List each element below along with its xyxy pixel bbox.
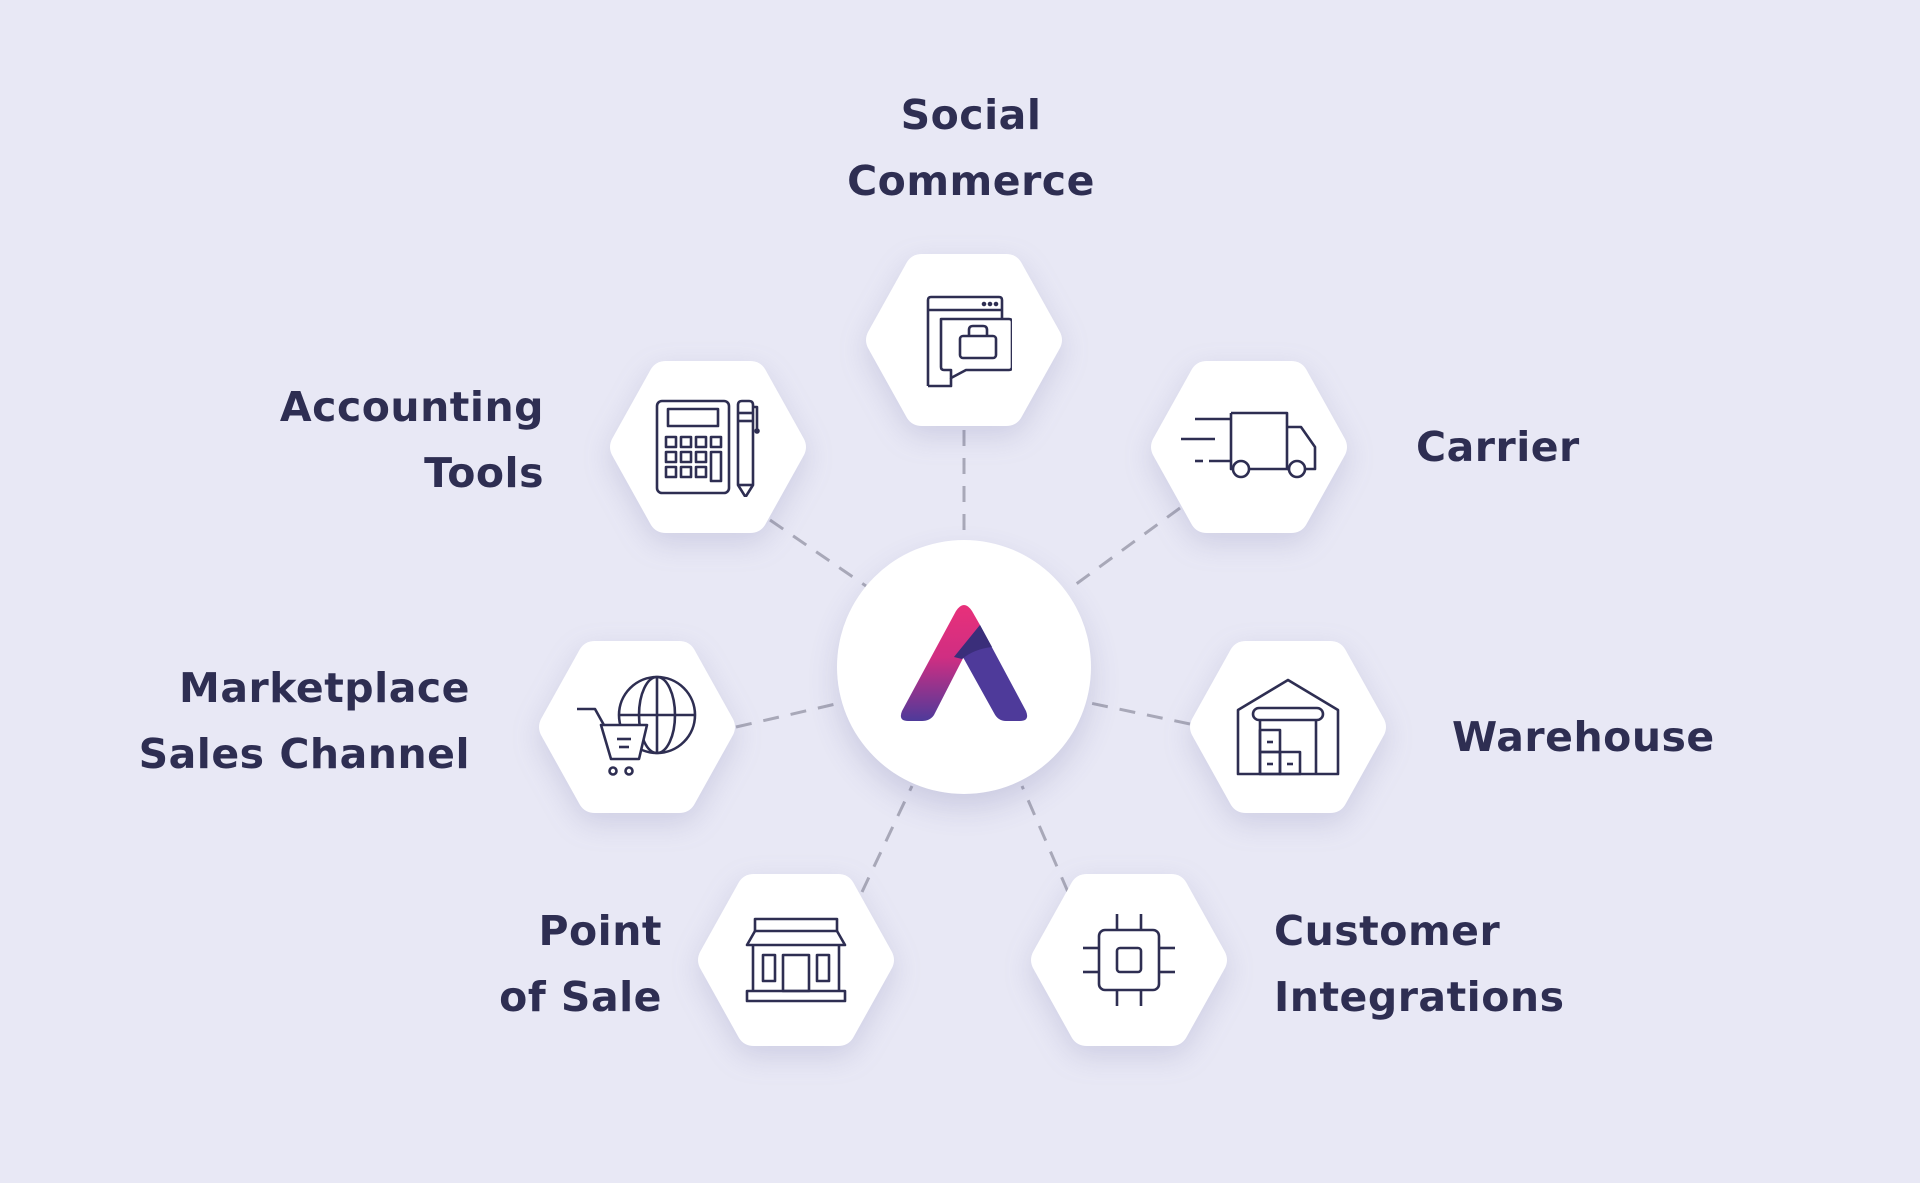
label-line: Marketplace: [179, 664, 470, 712]
label-accounting-tools: Accounting Tools: [260, 374, 544, 506]
connector-warehouse: [1089, 701, 1191, 726]
connector-accounting-tools: [769, 518, 867, 588]
delivery-truck-icon: [1181, 411, 1317, 479]
label-line: Social: [900, 91, 1042, 139]
node-accounting-tools[interactable]: [608, 357, 808, 537]
cart-globe-icon: [577, 675, 697, 776]
label-customer-integrations: Customer Integrations: [1274, 898, 1565, 1030]
label-line: Sales Channel: [138, 730, 470, 778]
node-marketplace-sales-channel[interactable]: [537, 637, 737, 817]
label-line: Tools: [424, 449, 544, 497]
label-line: of Sale: [499, 973, 662, 1021]
label-carrier: Carrier: [1416, 414, 1580, 480]
connector-customer-integrations: [1020, 785, 1070, 893]
node-warehouse[interactable]: [1188, 637, 1388, 817]
node-carrier[interactable]: [1149, 357, 1349, 537]
calculator-pencil-icon: [655, 399, 760, 497]
hexagon-shape: [610, 361, 806, 533]
node-point-of-sale[interactable]: [696, 870, 896, 1050]
center-hub: [837, 540, 1091, 794]
warehouse-icon: [1236, 678, 1340, 776]
hexagon-shape: [1151, 361, 1347, 533]
node-customer-integrations[interactable]: [1029, 870, 1229, 1050]
connector-carrier: [1067, 506, 1181, 592]
label-line: Integrations: [1274, 973, 1565, 1021]
node-social-commerce[interactable]: [864, 250, 1064, 430]
label-marketplace-sales-channel: Marketplace Sales Channel: [120, 655, 470, 787]
hexagon-shape: [1031, 874, 1227, 1046]
hexagon-shape: [866, 254, 1062, 426]
label-social-commerce: Social Commerce: [844, 82, 1098, 214]
label-line: Carrier: [1416, 423, 1580, 471]
label-line: Warehouse: [1452, 713, 1715, 761]
label-line: Accounting: [279, 383, 544, 431]
hexagon-shape: [698, 874, 894, 1046]
connector-marketplace: [735, 701, 841, 729]
label-point-of-sale: Point of Sale: [460, 898, 662, 1030]
browser-shopping-bag-icon: [926, 295, 1012, 388]
label-warehouse: Warehouse: [1452, 704, 1715, 770]
label-line: Commerce: [847, 157, 1095, 205]
label-line: Point: [538, 907, 662, 955]
chip-icon: [1083, 914, 1175, 1006]
connector-point-of-sale: [860, 785, 914, 893]
label-line: Customer: [1274, 907, 1501, 955]
storefront-icon: [745, 917, 847, 1003]
brand-logo-icon: [900, 605, 1028, 721]
